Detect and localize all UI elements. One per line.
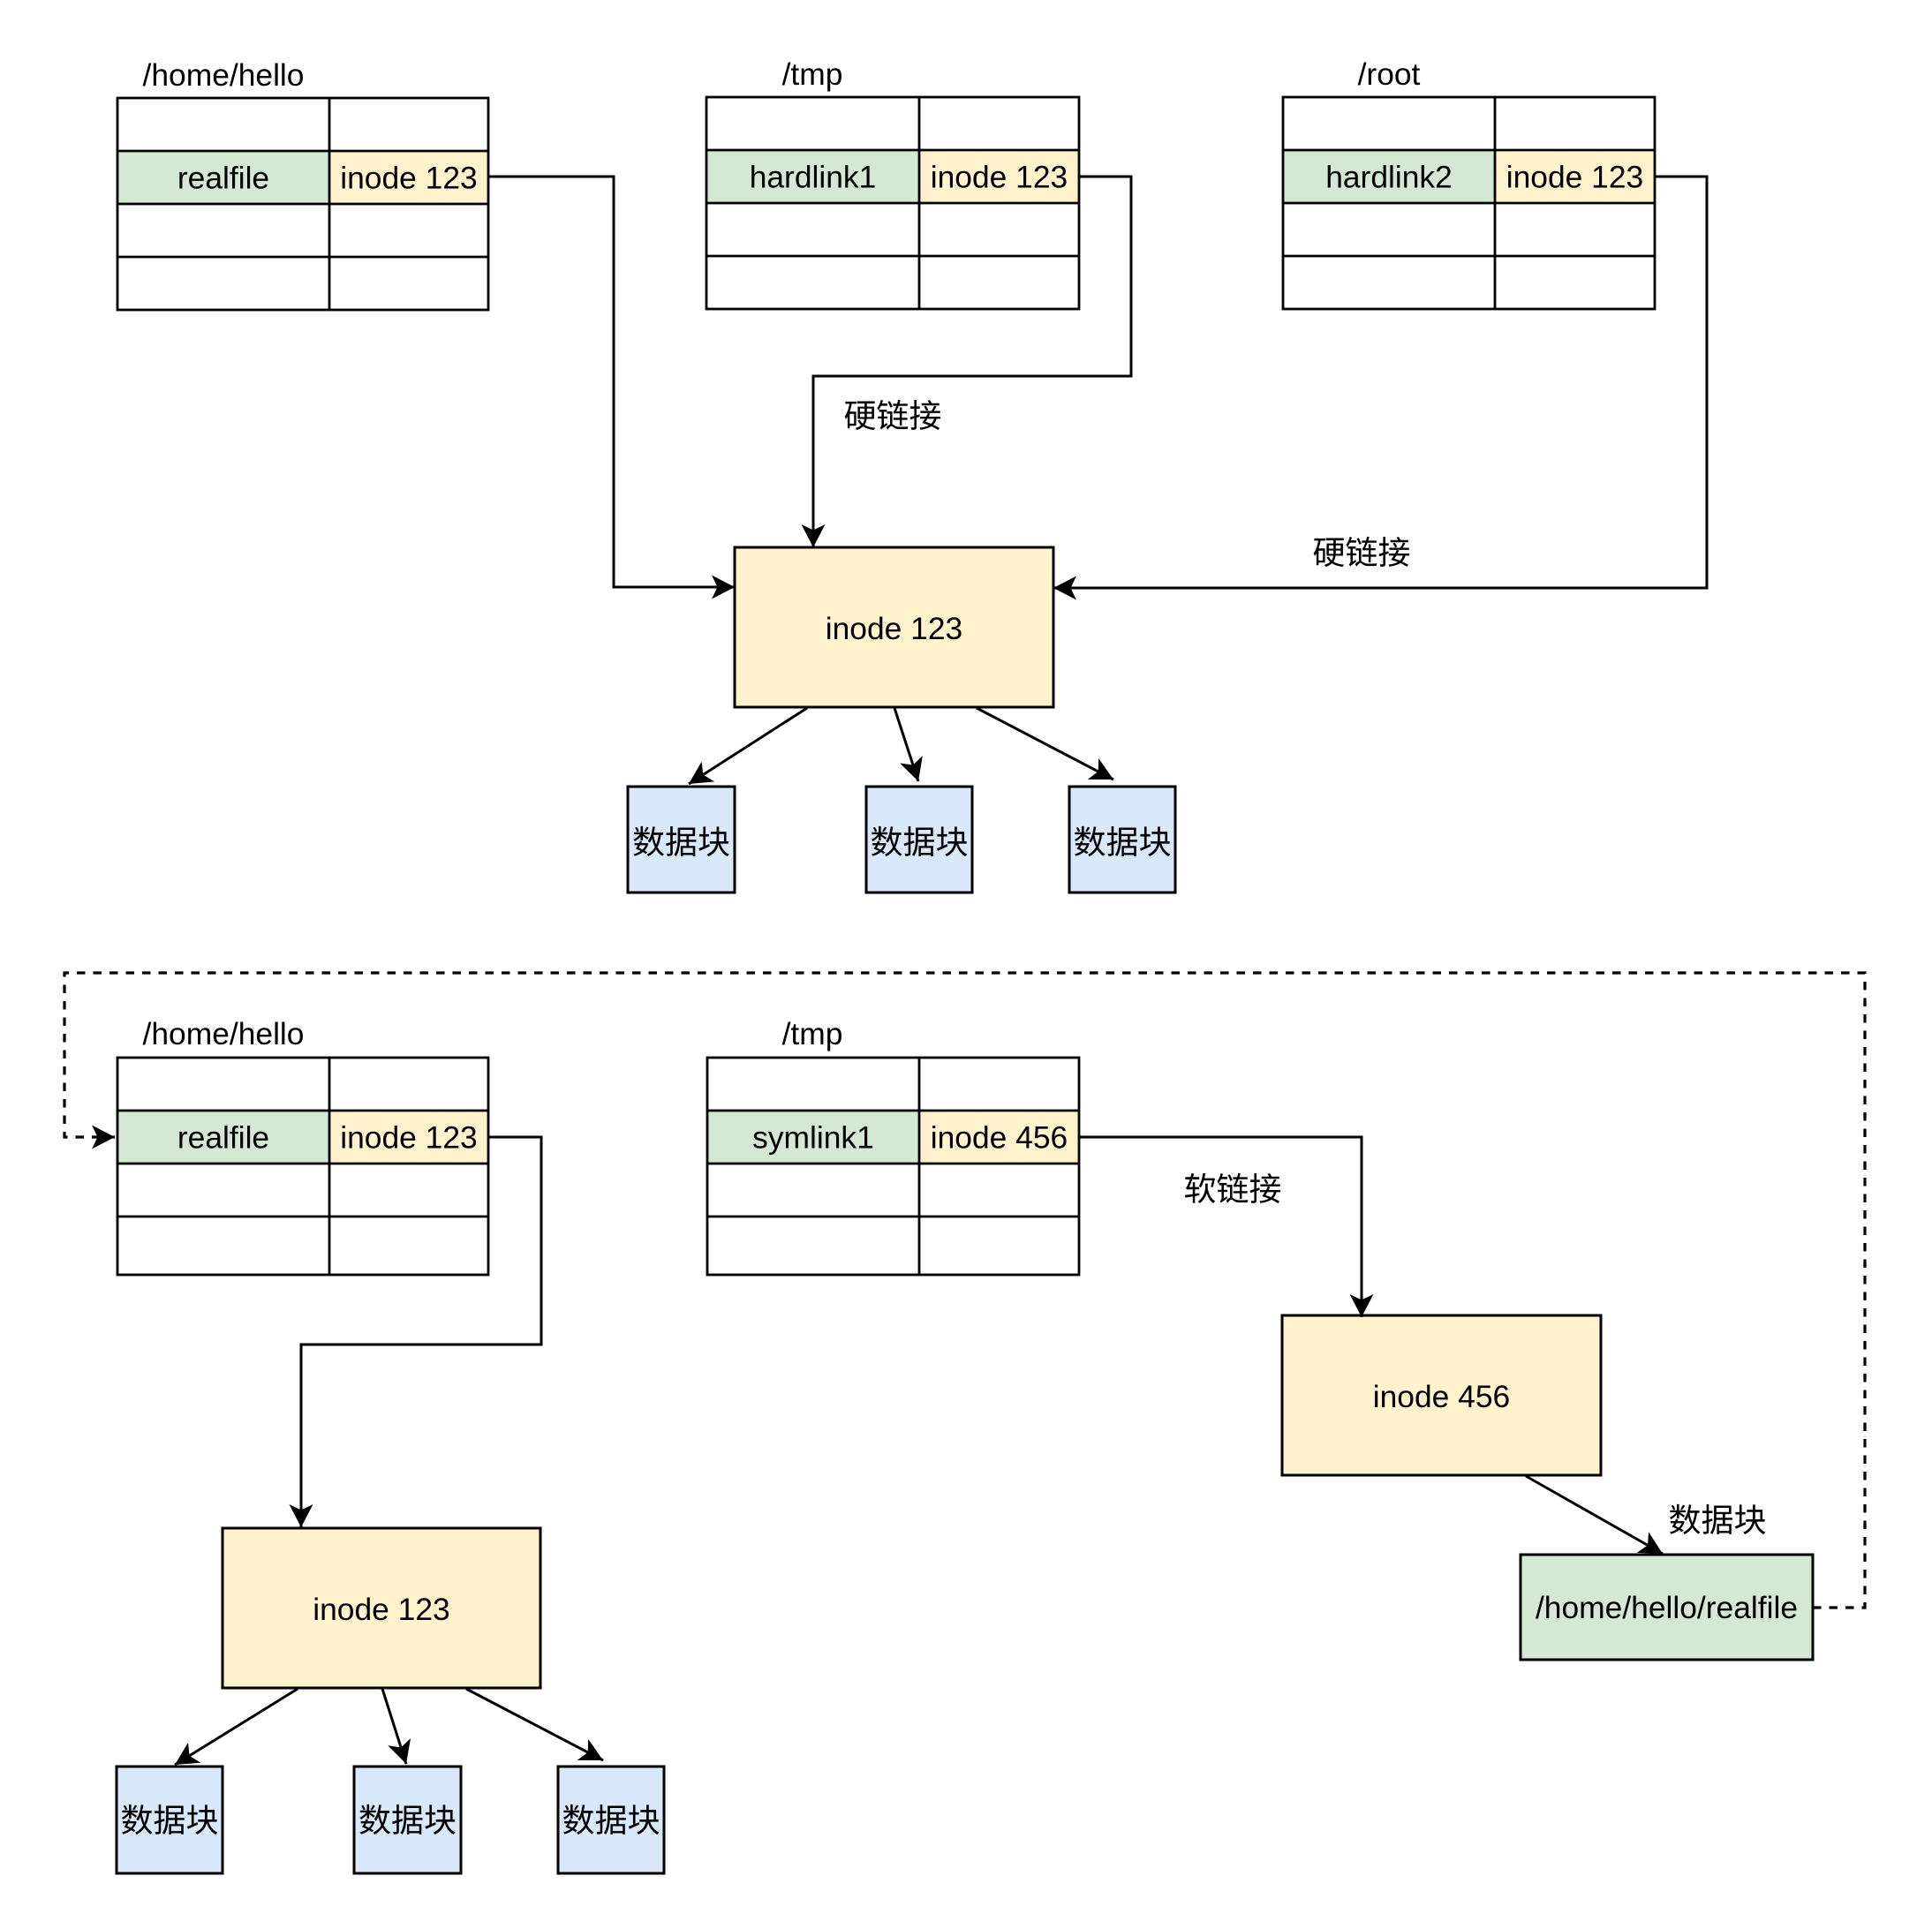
svg-text:inode 123: inode 123	[313, 1592, 449, 1627]
svg-text:/home/hello: /home/hello	[143, 57, 305, 93]
svg-text:/home/hello: /home/hello	[143, 1016, 305, 1051]
svg-text:inode 456: inode 456	[1373, 1379, 1510, 1414]
svg-text:/tmp: /tmp	[782, 1016, 843, 1051]
svg-text:hardlink1: hardlink1	[750, 160, 877, 195]
svg-text:hardlink2: hardlink2	[1325, 160, 1453, 195]
svg-text:/tmp: /tmp	[782, 56, 843, 92]
svg-text:symlink1: symlink1	[752, 1120, 874, 1156]
svg-text:realfile: realfile	[177, 1120, 269, 1156]
svg-text:inode 123: inode 123	[340, 1120, 477, 1156]
svg-text:/home/hello/realfile: /home/hello/realfile	[1536, 1590, 1798, 1625]
svg-text:inode 123: inode 123	[826, 611, 962, 646]
svg-text:/root: /root	[1358, 56, 1421, 92]
svg-text:inode 123: inode 123	[1506, 160, 1643, 195]
svg-text:inode 123: inode 123	[931, 160, 1068, 195]
svg-text:inode 123: inode 123	[340, 161, 477, 196]
svg-text:realfile: realfile	[177, 161, 269, 196]
svg-text:inode 456: inode 456	[931, 1120, 1068, 1156]
